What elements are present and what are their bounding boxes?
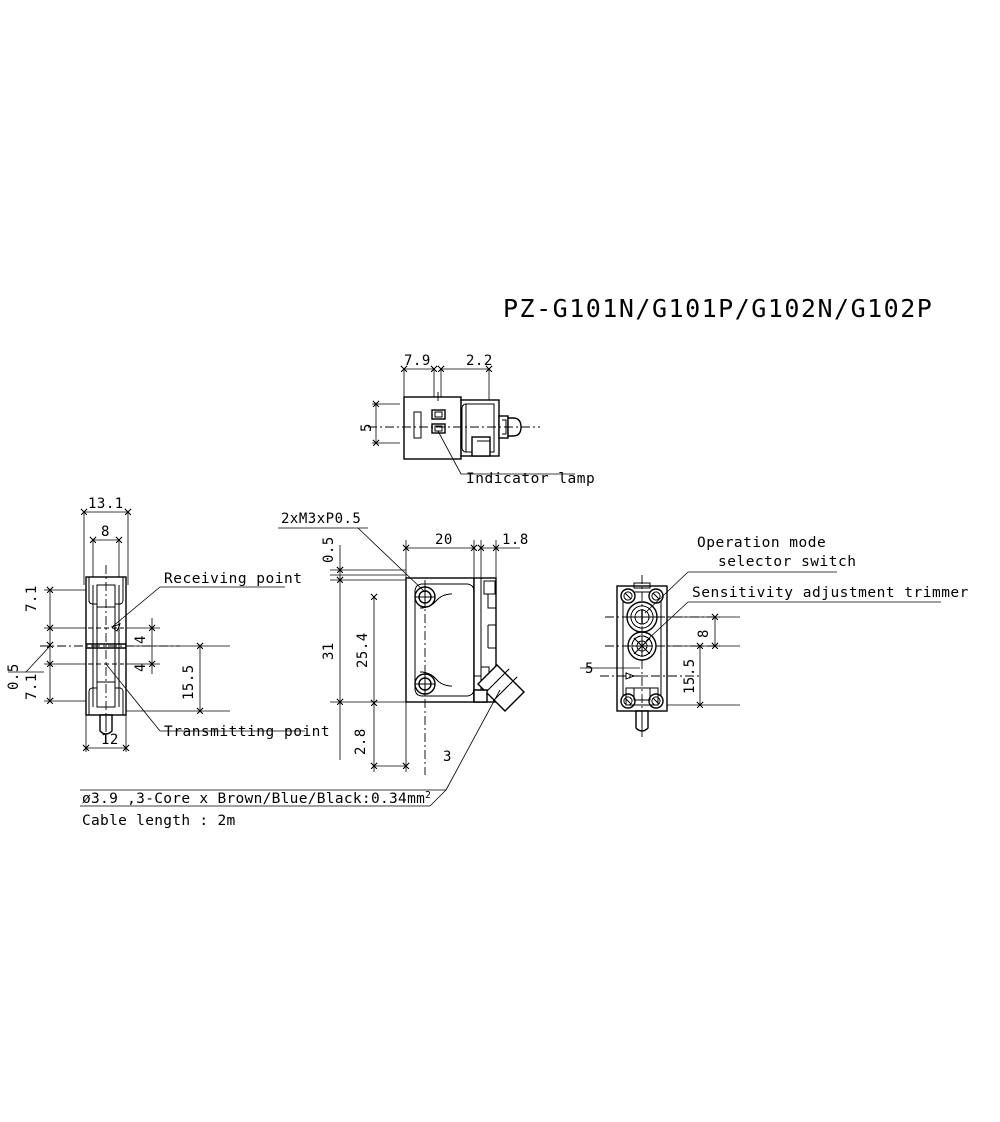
sensitivity-trimmer-label: Sensitivity adjustment trimmer xyxy=(692,585,969,601)
cable-spec-text: ø3.9 ,3-Core x Brown/Blue/Black:0.34mm xyxy=(82,791,425,807)
cable-spec-line2: Cable length : 2m xyxy=(82,813,236,829)
side-view-geometry xyxy=(80,527,525,791)
dim-2-2: 2.2 xyxy=(466,353,493,369)
indicator-lamp-label: Indicator lamp xyxy=(466,471,595,487)
cable-spec-superscript: 2 xyxy=(425,790,431,801)
dim-12: 12 xyxy=(101,732,119,748)
dim-8-rear: 8 xyxy=(696,629,712,638)
dim-3: 3 xyxy=(443,749,452,765)
dim-25-4: 25.4 xyxy=(355,632,371,668)
dim-1-8: 1.8 xyxy=(502,532,529,548)
top-view-geometry xyxy=(368,365,575,475)
dim-0-5-side: 0.5 xyxy=(321,536,337,563)
cable-spec-line1: ø3.9 ,3-Core x Brown/Blue/Black:0.34mm2 xyxy=(82,790,431,807)
dim-13-1: 13.1 xyxy=(88,496,124,512)
front-view-geometry xyxy=(8,508,305,752)
dim-7-1-top: 7.1 xyxy=(24,585,40,612)
dim-7-9: 7.9 xyxy=(404,353,431,369)
dim-5-rear: 5 xyxy=(585,661,594,677)
operation-mode-label-line1: Operation mode xyxy=(697,535,826,551)
dim-7-1-bottom: 7.1 xyxy=(24,673,40,700)
dim-20: 20 xyxy=(435,532,453,548)
receiving-point-label: Receiving point xyxy=(164,571,302,587)
dim-4-upper: 4 xyxy=(133,635,149,644)
rear-view-geometry xyxy=(580,571,941,740)
dim-15-5-rear: 15.5 xyxy=(682,658,698,694)
part-number-title: PZ-G101N/G101P/G102N/G102P xyxy=(503,294,933,323)
dim-8-front: 8 xyxy=(101,524,110,540)
dim-4-lower: 4 xyxy=(133,663,149,672)
dim-0-5-front: 0.5 xyxy=(6,663,22,690)
operation-mode-label-line2: selector switch xyxy=(718,554,856,570)
cable-note-geometry xyxy=(80,789,447,807)
dim-31: 31 xyxy=(321,642,337,660)
dim-2-8: 2.8 xyxy=(353,728,369,755)
transmitting-point-label: Transmitting point xyxy=(164,724,330,740)
dim-15-5-front: 15.5 xyxy=(181,664,197,700)
dim-5-top: 5 xyxy=(359,423,375,432)
thread-callout: 2xM3xP0.5 xyxy=(281,511,361,527)
